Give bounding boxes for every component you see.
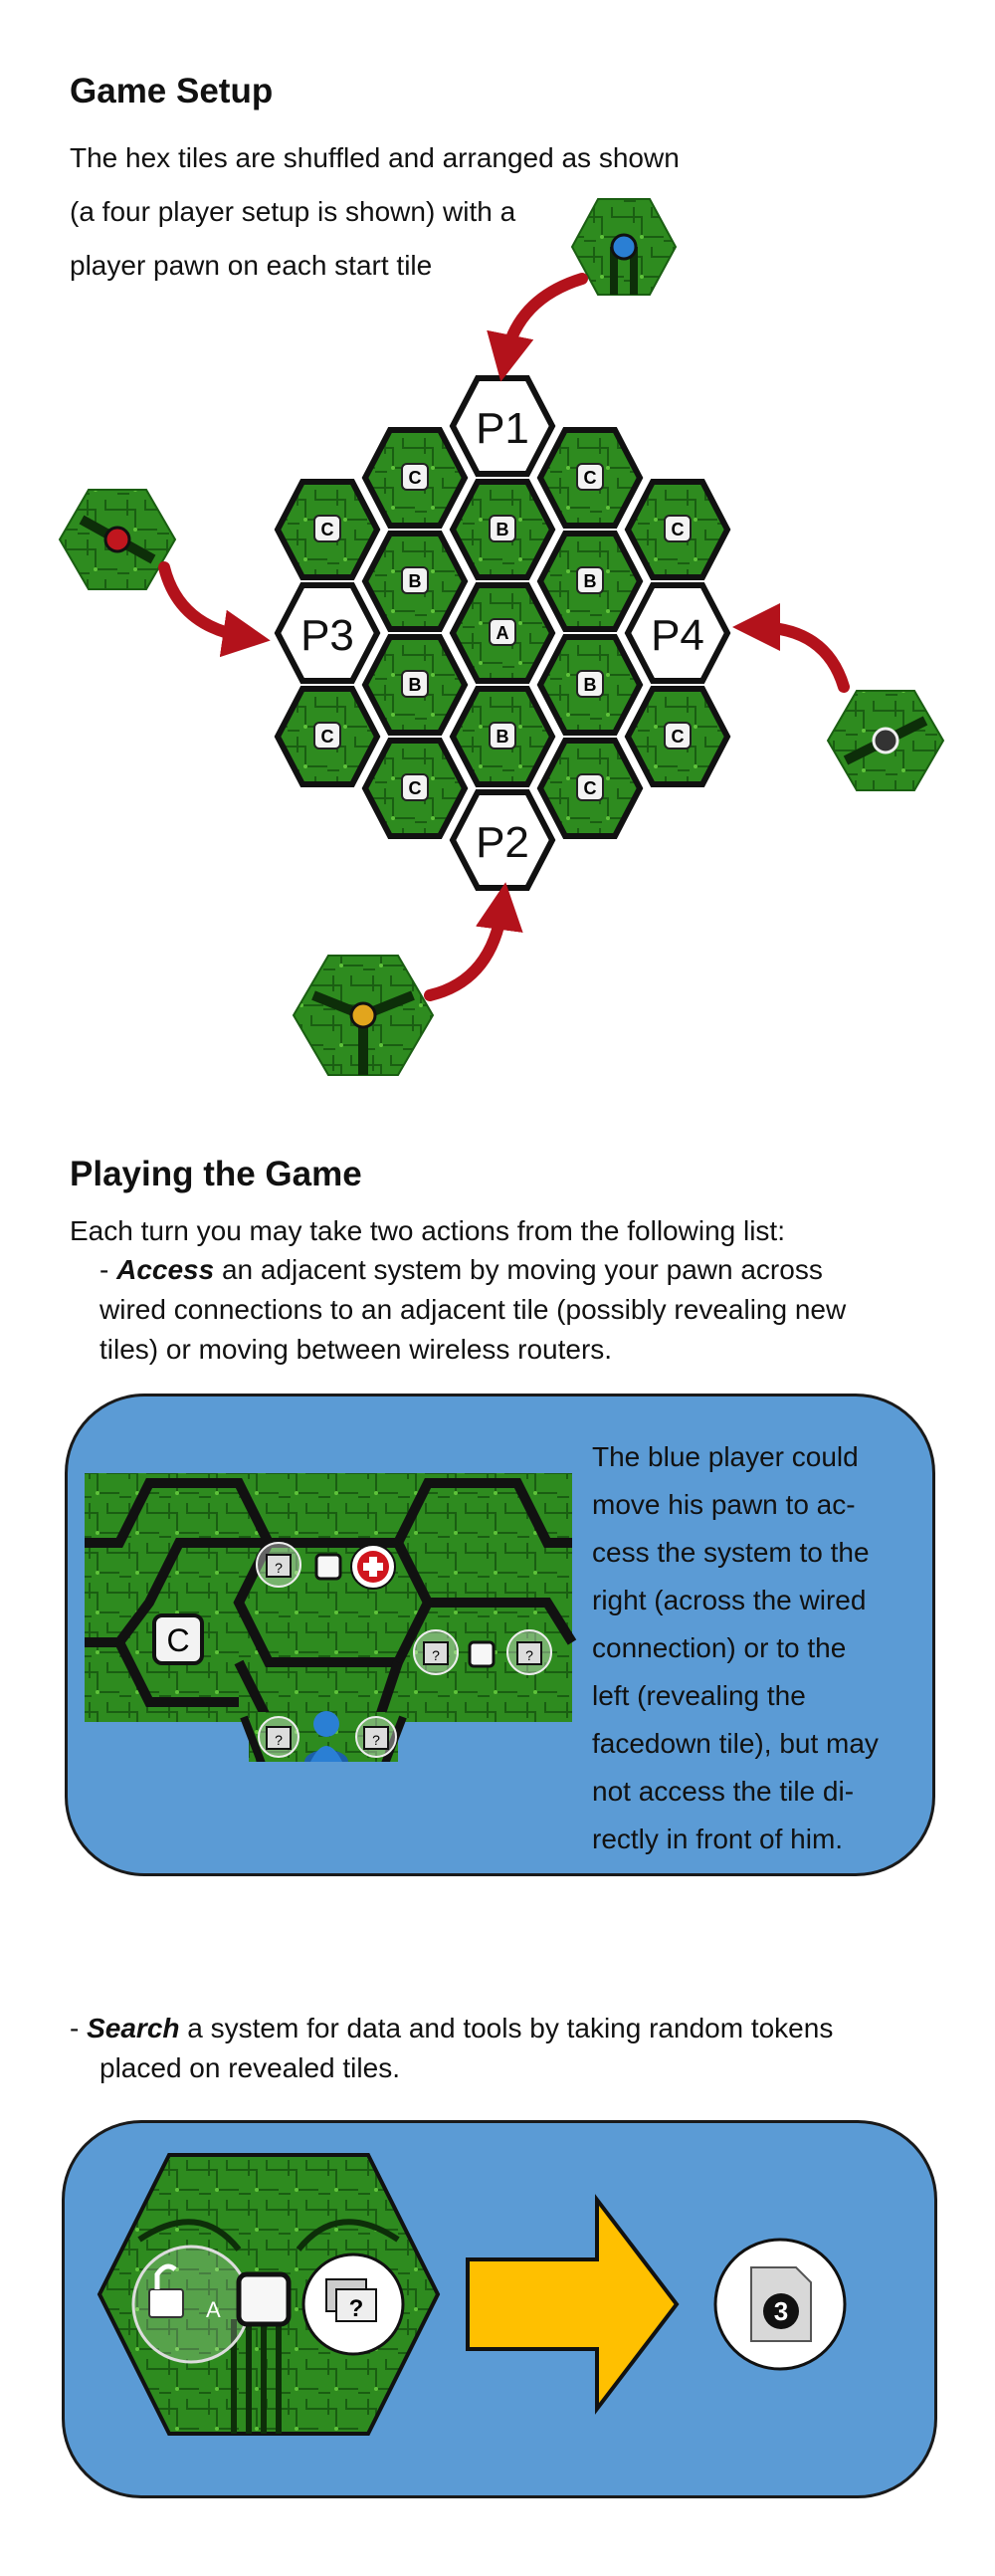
label-p3: P3 — [300, 611, 354, 660]
arrow-to-p2 — [424, 882, 523, 1001]
chip-b: B — [489, 722, 516, 750]
svg-text:A: A — [206, 2297, 221, 2322]
token-card: ? — [355, 1716, 397, 1758]
svg-text:C: C — [584, 468, 597, 488]
label-p1: P1 — [476, 404, 529, 453]
label-p2: P2 — [476, 818, 529, 867]
router-square — [314, 1553, 342, 1581]
token-card: ? — [256, 1542, 301, 1588]
health-icon — [350, 1544, 396, 1590]
chip-c: C — [401, 773, 429, 801]
svg-text:?: ? — [525, 1647, 533, 1663]
svg-text:3: 3 — [774, 2296, 788, 2326]
chip-c: C — [401, 463, 429, 491]
router-square — [236, 2271, 292, 2327]
search-rule: - Search a system for data and tools by … — [70, 2009, 945, 2088]
token-card: ? — [258, 1716, 299, 1758]
chip-c: C — [313, 722, 341, 750]
router-square — [468, 1640, 496, 1668]
svg-text:B: B — [497, 520, 509, 539]
svg-text:?: ? — [275, 1560, 283, 1576]
chip-c: C — [313, 515, 341, 542]
setup-line-1: The hex tiles are shuffled and arranged … — [70, 142, 680, 173]
chip-b: B — [576, 670, 604, 698]
access-example-illustration: C ? ? ? ? ? — [85, 1473, 577, 1762]
setup-line-3: player pawn on each start tile — [70, 250, 433, 281]
tile-c-facedown: C — [152, 1613, 204, 1665]
pawn-tile-black — [826, 690, 945, 791]
svg-text:C: C — [409, 778, 422, 798]
svg-text:?: ? — [372, 1732, 380, 1748]
access-line-2: wired connections to an adjacent tile (p… — [100, 1294, 847, 1325]
svg-text:B: B — [497, 727, 509, 747]
svg-text:C: C — [321, 520, 334, 539]
svg-text:?: ? — [349, 2295, 364, 2322]
svg-text:C: C — [672, 520, 685, 539]
playing-heading: Playing the Game — [70, 1155, 362, 1193]
access-rule: - Access an adjacent system by moving yo… — [70, 1250, 945, 1370]
access-keyword: Access — [116, 1254, 215, 1285]
label-p4: P4 — [651, 611, 704, 660]
svg-text:C: C — [584, 778, 597, 798]
arrow-to-p4 — [732, 603, 850, 693]
search-example-illustration: A ? 3 — [97, 2153, 847, 2436]
yellow-arrow — [466, 2194, 680, 2415]
playing-intro: Each turn you may take two actions from … — [70, 1215, 785, 1246]
arrow-to-p1 — [487, 273, 588, 382]
chip-a: A — [489, 618, 516, 646]
token-card: ? — [413, 1629, 459, 1675]
setup-line-2: (a four player setup is shown) with a — [70, 196, 516, 227]
svg-text:C: C — [409, 468, 422, 488]
svg-text:B: B — [409, 675, 422, 695]
chip-c: C — [576, 463, 604, 491]
chip-c: C — [664, 722, 692, 750]
arrow-to-p3 — [158, 561, 271, 658]
svg-text:C: C — [166, 1622, 189, 1658]
setup-heading: Game Setup — [70, 72, 274, 110]
access-line-3: tiles) or moving between wireless router… — [100, 1334, 613, 1365]
setup-board-illustration: P1 P2 P3 P4 C C C B C B B A B B C B C C … — [58, 198, 945, 1076]
blue-pawn — [304, 1711, 348, 1762]
chip-b: B — [401, 566, 429, 594]
svg-text:C: C — [321, 727, 334, 747]
svg-text:?: ? — [275, 1732, 283, 1748]
chip-c: C — [664, 515, 692, 542]
search-keyword: Search — [87, 2013, 180, 2043]
svg-text:C: C — [672, 727, 685, 747]
chip-b: B — [576, 566, 604, 594]
svg-text:B: B — [409, 571, 422, 591]
unlock-icon: A — [131, 2245, 251, 2364]
token-card: ? — [506, 1629, 552, 1675]
svg-text:B: B — [584, 675, 597, 695]
chip-b: B — [489, 515, 516, 542]
chip-c: C — [576, 773, 604, 801]
data-token: 3 — [713, 2238, 847, 2371]
token-card: ? — [301, 2253, 405, 2356]
access-example-text: The blue player could move his pawn to a… — [592, 1441, 879, 1854]
svg-text:A: A — [497, 623, 509, 643]
search-line-2: placed on revealed tiles. — [100, 2052, 400, 2083]
pawn-tile-red — [58, 489, 177, 590]
chip-b: B — [401, 670, 429, 698]
svg-text:?: ? — [432, 1647, 440, 1663]
svg-text:B: B — [584, 571, 597, 591]
pawn-tile-blue — [570, 198, 678, 296]
pawn-tile-yellow — [292, 955, 435, 1076]
